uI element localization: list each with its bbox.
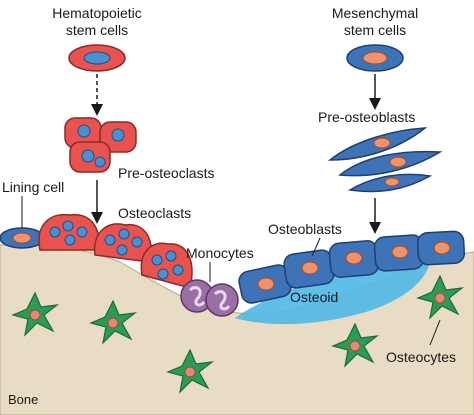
hematopoietic-label-line2: stem cells bbox=[66, 22, 128, 38]
monocytes-label: Monocytes bbox=[186, 245, 254, 261]
hematopoietic-label-line1: Hematopoietic bbox=[52, 5, 142, 21]
pre-osteoclasts-label: Pre-osteoclasts bbox=[118, 165, 214, 181]
osteocytes-cells bbox=[11, 274, 465, 394]
lining-cell-label: Lining cell bbox=[2, 179, 64, 195]
osteoblasts-leader bbox=[311, 237, 321, 257]
pre-osteoblasts-cells bbox=[327, 127, 443, 193]
osteocytes-leader bbox=[429, 319, 441, 346]
monocytes-cells bbox=[180, 279, 239, 317]
osteoid-label: Osteoid bbox=[290, 289, 338, 305]
mesenchymal-label-line2: stem cells bbox=[344, 22, 406, 38]
lining-cell bbox=[0, 227, 45, 249]
pre-osteoblasts-label: Pre-osteoblasts bbox=[318, 109, 415, 125]
osteoblasts-label: Osteoblasts bbox=[268, 221, 342, 237]
bone-label: Bone bbox=[8, 392, 38, 407]
hematopoietic-stem-cell bbox=[68, 44, 126, 72]
osteoclasts-cells bbox=[38, 213, 193, 289]
mesenchymal-label-line1: Mesenchymal bbox=[332, 5, 418, 21]
osteocytes-label: Osteocytes bbox=[386, 349, 456, 365]
pre-osteoclasts-cells bbox=[64, 117, 137, 173]
mesenchymal-stem-cell bbox=[346, 44, 404, 72]
osteoclasts-label: Osteoclasts bbox=[118, 205, 191, 221]
osteoid-layer bbox=[235, 260, 430, 325]
osteoblasts-cells bbox=[238, 230, 466, 304]
